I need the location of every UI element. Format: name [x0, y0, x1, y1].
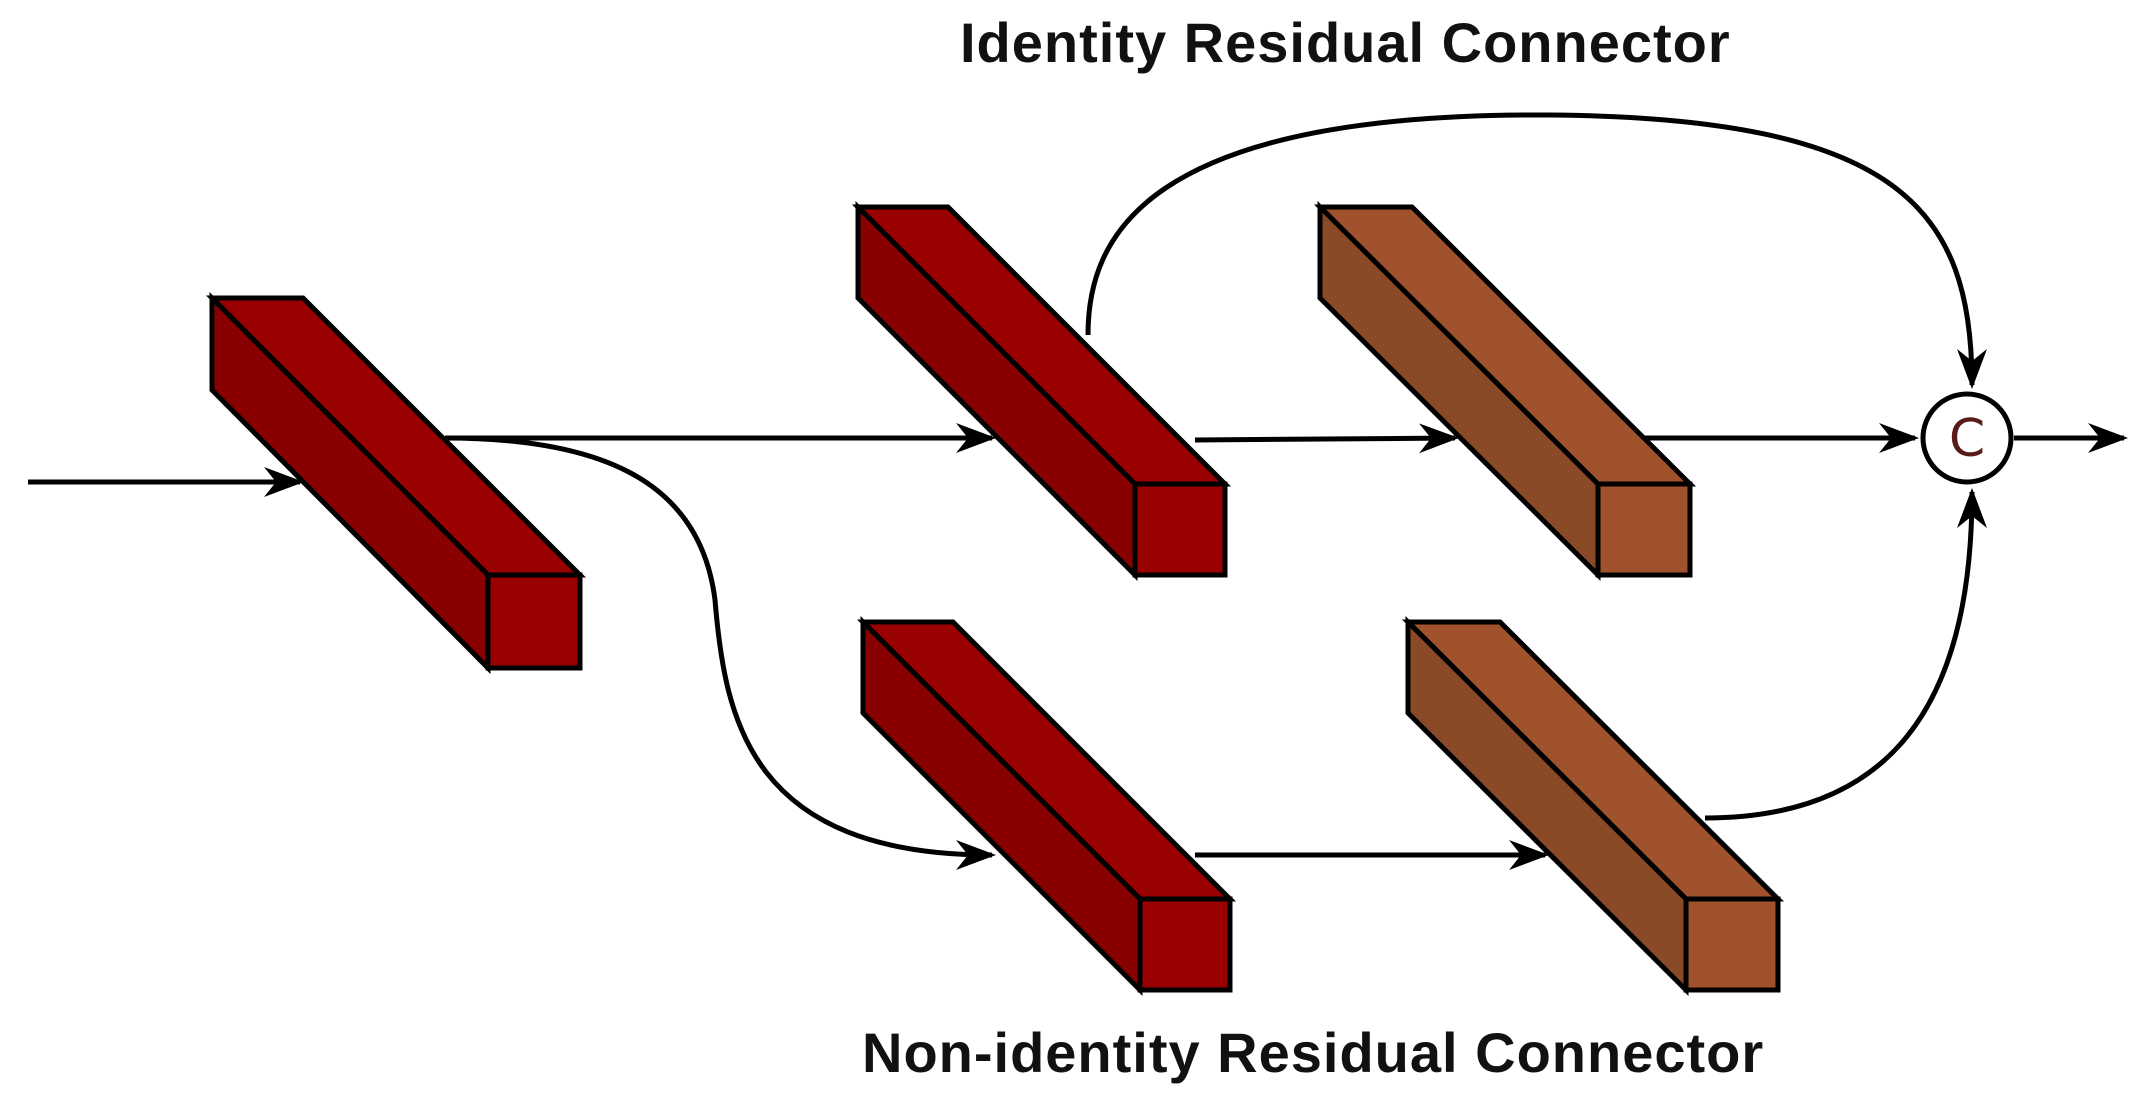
identity-residual-label: Identity Residual Connector	[960, 11, 1731, 74]
non-identity-residual-curve	[1704, 488, 1987, 821]
non-identity-residual-label: Non-identity Residual Connector	[862, 1021, 1765, 1084]
concat-symbol: C	[1949, 409, 1985, 469]
arrow-input-to-bottom-block-1	[444, 435, 996, 870]
top-block-2	[1313, 200, 1697, 582]
identity-residual-arc	[1085, 112, 1987, 389]
concat-node: C	[1920, 391, 2014, 485]
bottom-block-1	[856, 615, 1237, 997]
input-block	[205, 291, 587, 675]
top-block-1	[851, 200, 1232, 582]
arrow-top-block-1-to-top-block-2	[1194, 423, 1459, 454]
bottom-block-2	[1401, 615, 1785, 997]
